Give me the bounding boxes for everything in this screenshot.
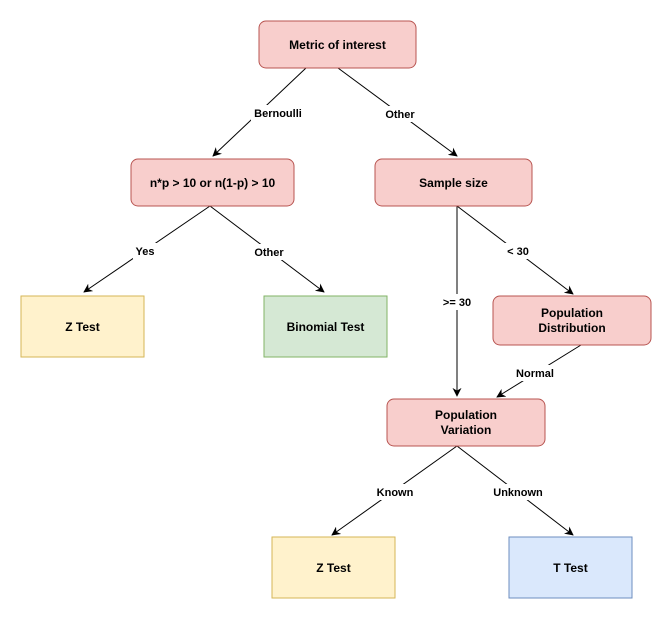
edge-label-normal: Normal bbox=[516, 368, 554, 380]
node-metric-label: Metric of interest bbox=[289, 38, 386, 52]
node-t-test-box bbox=[508, 536, 633, 599]
edge-label-known: Known bbox=[377, 487, 414, 499]
nodes: Metric of interest n*p > 10 or n(1-p) > … bbox=[20, 20, 652, 599]
node-population-variation-line2: Variation bbox=[441, 423, 492, 437]
node-np-condition: n*p > 10 or n(1-p) > 10 bbox=[130, 158, 295, 207]
node-population-distribution-line2: Distribution bbox=[538, 321, 605, 335]
edge-label-bernoulli: Bernoulli bbox=[254, 108, 302, 120]
node-population-distribution-line1: Population bbox=[541, 306, 603, 320]
node-sample-size: Sample size bbox=[374, 158, 533, 207]
node-z-test-left: Z Test bbox=[20, 295, 145, 358]
node-population-variation-line1: Population bbox=[435, 408, 497, 422]
edge-label-ge30: >= 30 bbox=[443, 297, 471, 309]
node-metric-of-interest: Metric of interest bbox=[258, 20, 417, 69]
edge-labels: Bernoulli Other Yes Other < 30 >= 30 Nor… bbox=[133, 105, 558, 500]
node-t-test-label: T Test bbox=[553, 561, 587, 575]
node-population-distribution-box bbox=[492, 295, 652, 346]
edge-label-unknown: Unknown bbox=[493, 487, 543, 499]
edge-label-yes: Yes bbox=[136, 246, 155, 258]
node-binomial-test: Binomial Test bbox=[263, 295, 388, 358]
node-sample-size-box bbox=[374, 158, 533, 207]
node-z-test-bottom: Z Test bbox=[271, 536, 396, 599]
node-z-test-left-label: Z Test bbox=[65, 320, 99, 334]
node-sample-size-label: Sample size bbox=[419, 176, 488, 190]
node-np-condition-box bbox=[130, 158, 295, 207]
node-population-variation: Population Variation bbox=[386, 398, 546, 447]
node-population-variation-box bbox=[386, 398, 546, 447]
node-metric-box bbox=[258, 20, 417, 69]
node-z-test-bottom-box bbox=[271, 536, 396, 599]
edge-label-other-left: Other bbox=[254, 247, 284, 259]
edge-label-lt30: < 30 bbox=[507, 246, 529, 258]
node-population-distribution: Population Distribution bbox=[492, 295, 652, 346]
node-z-test-left-box bbox=[20, 295, 145, 358]
node-binomial-test-label: Binomial Test bbox=[287, 320, 365, 334]
edge-label-other-top: Other bbox=[385, 109, 415, 121]
node-t-test: T Test bbox=[508, 536, 633, 599]
node-z-test-bottom-label: Z Test bbox=[316, 561, 350, 575]
node-binomial-test-box bbox=[263, 295, 388, 358]
node-np-condition-label: n*p > 10 or n(1-p) > 10 bbox=[150, 176, 276, 190]
